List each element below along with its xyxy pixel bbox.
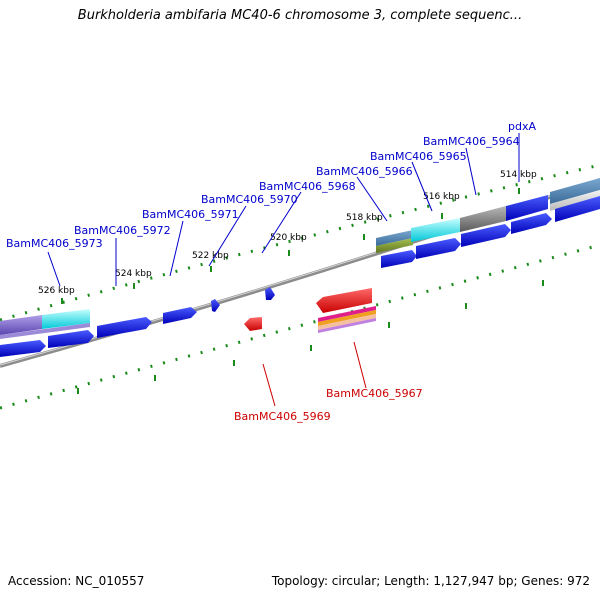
ruler-label-524: 524 kbp xyxy=(115,269,152,279)
gene-label-bammc406-5968[interactable]: BamMC406_5968 xyxy=(259,180,356,193)
cds-arrow xyxy=(416,238,461,259)
feature-cyan-right xyxy=(411,218,460,242)
feature-steel xyxy=(550,178,600,204)
reverse-callouts xyxy=(262,341,367,407)
ruler-label-526: 526 kbp xyxy=(38,286,75,296)
feature-cyan xyxy=(42,309,90,329)
feature-olive xyxy=(376,238,413,253)
feature-grey xyxy=(460,206,506,232)
ruler-label-514: 514 kbp xyxy=(500,170,537,180)
cds-arrow xyxy=(48,330,94,348)
gene-label-bammc406-5964[interactable]: BamMC406_5964 xyxy=(423,135,520,148)
cds-arrow xyxy=(163,307,197,324)
cds-arrow-small xyxy=(265,287,275,300)
ruler-label-520: 520 kbp xyxy=(270,233,307,243)
feature-band-right xyxy=(376,178,600,253)
gene-label-pdxa[interactable]: pdxA xyxy=(508,120,536,133)
accession-label: Accession: NC_010557 xyxy=(8,574,145,588)
outer-ruler-major-ticks xyxy=(61,188,520,304)
feature-stripe xyxy=(318,318,376,333)
cds-arrow xyxy=(381,250,417,268)
gene-label-bammc406-5969[interactable]: BamMC406_5969 xyxy=(234,410,331,423)
feature-blue-band xyxy=(506,195,548,221)
ruler-label-518: 518 kbp xyxy=(346,213,383,223)
gene-label-bammc406-5970[interactable]: BamMC406_5970 xyxy=(201,193,298,206)
cds-arrow-small xyxy=(211,299,220,312)
map-title: Burkholderia ambifaria MC40-6 chromosome… xyxy=(77,8,523,23)
forward-cds-row xyxy=(0,196,600,357)
forward-gene-labels: BamMC406_5973 BamMC406_5972 BamMC406_597… xyxy=(6,120,536,250)
outer-ruler xyxy=(0,163,600,322)
cds-arrow-reverse xyxy=(244,317,262,331)
cds-arrow xyxy=(461,224,511,247)
feature-stripe xyxy=(318,306,376,322)
ruler-label-516: 516 kbp xyxy=(423,192,460,202)
gene-label-bammc406-5972[interactable]: BamMC406_5972 xyxy=(74,224,171,237)
reverse-gene-labels: BamMC406_5969 BamMC406_5967 xyxy=(234,387,423,423)
gene-label-bammc406-5965[interactable]: BamMC406_5965 xyxy=(370,150,467,163)
ruler-labels: 526 kbp 524 kbp 522 kbp 520 kbp 518 kbp … xyxy=(38,170,537,296)
inner-ruler-major-ticks xyxy=(77,280,544,394)
ruler-label-522: 522 kbp xyxy=(192,251,229,261)
gene-label-bammc406-5971[interactable]: BamMC406_5971 xyxy=(142,208,239,221)
cds-arrow-reverse xyxy=(316,288,372,313)
gene-label-bammc406-5967[interactable]: BamMC406_5967 xyxy=(326,387,423,400)
cds-arrow xyxy=(511,213,552,234)
cds-arrow xyxy=(97,317,152,338)
feature-purple xyxy=(0,315,42,335)
feature-lavender xyxy=(0,323,90,339)
feature-stripe xyxy=(318,310,376,326)
cds-arrow xyxy=(555,196,600,222)
reverse-cds-row xyxy=(244,288,376,333)
cds-arrow xyxy=(0,340,46,357)
topology-label: Topology: circular; Length: 1,127,947 bp… xyxy=(271,574,590,588)
feature-band-left xyxy=(0,309,90,339)
gene-label-bammc406-5973[interactable]: BamMC406_5973 xyxy=(6,237,103,250)
feature-light xyxy=(550,190,600,211)
feature-stripe xyxy=(318,314,376,330)
forward-callouts xyxy=(47,133,520,287)
feature-steel-small xyxy=(376,230,413,246)
gene-label-bammc406-5966[interactable]: BamMC406_5966 xyxy=(316,165,413,178)
inner-ruler xyxy=(0,243,600,410)
